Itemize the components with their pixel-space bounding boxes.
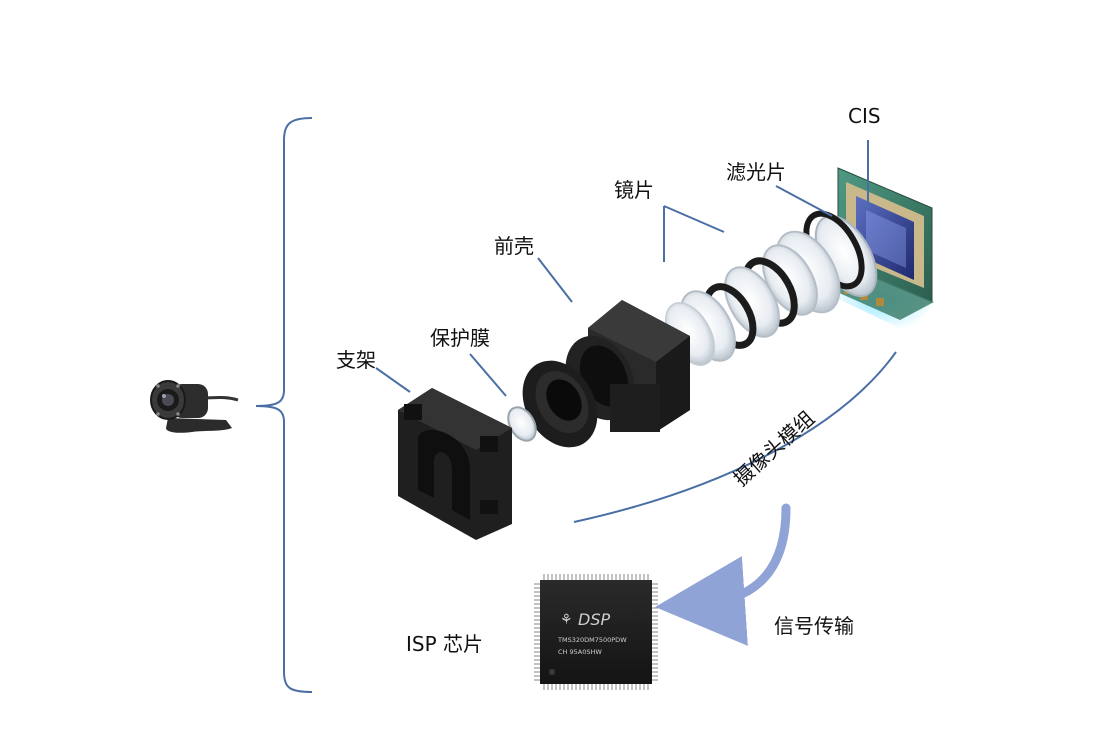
leader-front-shell [537, 257, 573, 303]
bracket-support [398, 388, 512, 540]
label-front-shell: 前壳 [494, 234, 534, 258]
leader-filter [775, 185, 833, 217]
label-signal-transmission: 信号传输 [774, 614, 854, 638]
lens-ring [522, 360, 598, 448]
isp-chip [534, 574, 658, 690]
leader-protective-film [469, 353, 507, 397]
label-lens: 镜片 [614, 178, 654, 202]
label-filter: 滤光片 [726, 160, 786, 184]
lens-stack [664, 230, 841, 366]
camera-product-image [150, 380, 239, 433]
leader-bracket [375, 367, 411, 393]
leader-lens-b [663, 205, 725, 233]
module-arc [573, 351, 897, 523]
chip-logo-icon: ⚘ [560, 612, 573, 628]
label-bracket: 支架 [336, 348, 376, 372]
chip-brand: DSP [578, 610, 611, 629]
label-cis: CIS [848, 104, 881, 128]
chip-lot-code: CH 95A0SHW [558, 648, 602, 656]
label-protective-film: 保护膜 [430, 326, 490, 350]
chip-part-number: TMS320DM7500PDW [558, 636, 627, 644]
label-isp-chip: ISP 芯片 [406, 632, 484, 656]
signal-arrow [655, 503, 791, 646]
group-bracket [255, 117, 313, 693]
leader-lines [375, 140, 869, 397]
